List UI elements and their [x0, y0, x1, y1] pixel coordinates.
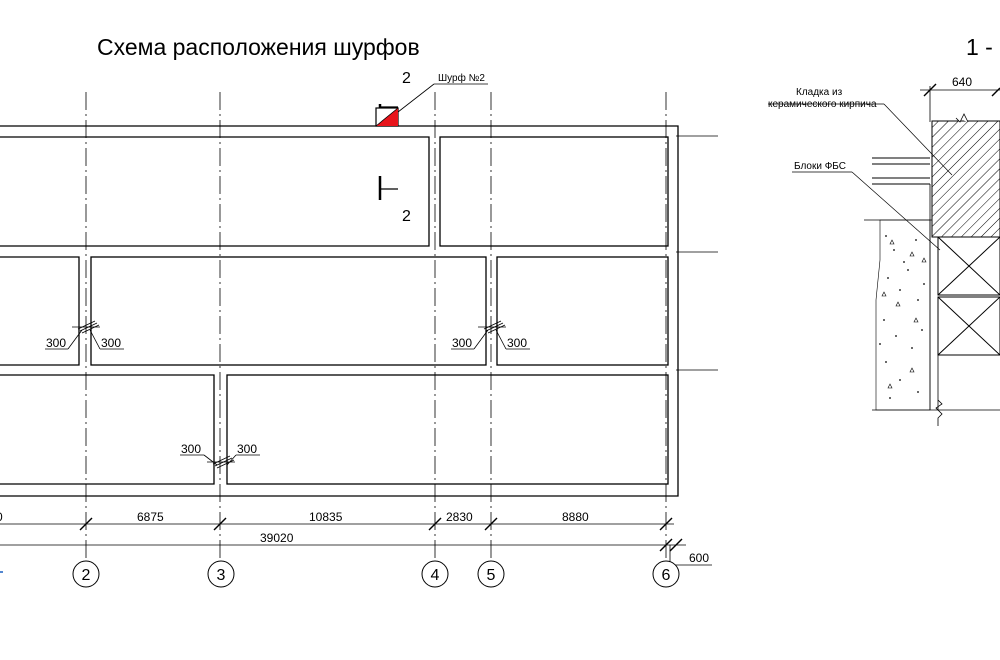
pit-marker: Шурф №2 — [375, 72, 488, 127]
section-mark-label-bottom: 2 — [402, 208, 411, 225]
section-leaders — [768, 103, 953, 251]
soil-lines — [864, 184, 1000, 426]
fbs-blocks — [937, 236, 1000, 356]
section-mark-bottom: 2 — [378, 176, 411, 225]
section-width-dim — [920, 83, 1000, 122]
chain-dim-3: 2830 — [446, 510, 473, 524]
wall-dim-left-2: 300 — [452, 336, 472, 350]
soil-fill — [875, 219, 931, 411]
axis-label-5: 5 — [487, 567, 496, 584]
wall-callout-3 — [180, 454, 260, 469]
brick-label-line2: керамического кирпича — [768, 99, 877, 110]
axis-label-3: 3 — [217, 567, 226, 584]
dimension-chain — [0, 517, 712, 566]
section-mark-label-top: 2 — [402, 70, 411, 87]
pit-label: Шурф №2 — [438, 72, 485, 84]
axis-bubbles: 2 3 4 5 6 — [72, 560, 680, 588]
blocks-label: Блоки ФБС — [794, 161, 846, 172]
wall-dim-left-1: 300 — [46, 336, 66, 350]
wall-dim-left-3: 300 — [181, 442, 201, 456]
axis-lines — [85, 92, 667, 560]
chain-dim-1: 6875 — [137, 510, 164, 524]
plan-title: Схема расположения шурфов — [97, 34, 420, 60]
wall-dim-right-1: 300 — [101, 336, 121, 350]
break-mark-top — [955, 113, 969, 123]
axis-label-2: 2 — [82, 567, 91, 584]
section-title: 1 - — [966, 34, 993, 60]
wall-dim-right-2: 300 — [507, 336, 527, 350]
axis-label-4: 4 — [431, 567, 440, 584]
brick-label-line1: Кладка из — [796, 87, 843, 98]
brick-wall — [931, 120, 1000, 238]
overall-dim: 39020 — [260, 531, 294, 545]
plan-walls — [0, 125, 679, 497]
wall-callout-2 — [451, 320, 530, 350]
chain-dim-2: 10835 — [309, 510, 343, 524]
axis-label-6: 6 — [662, 567, 671, 584]
wall-callout-1 — [45, 320, 124, 350]
wall-dim-right-3: 300 — [237, 442, 257, 456]
row-lines — [676, 135, 718, 371]
edge-dim: 600 — [689, 551, 709, 565]
chain-dim-0: 0 — [0, 510, 3, 524]
chain-dim-4: 8880 — [562, 510, 589, 524]
floor-slab — [872, 157, 930, 185]
section-width-value: 640 — [952, 75, 972, 89]
